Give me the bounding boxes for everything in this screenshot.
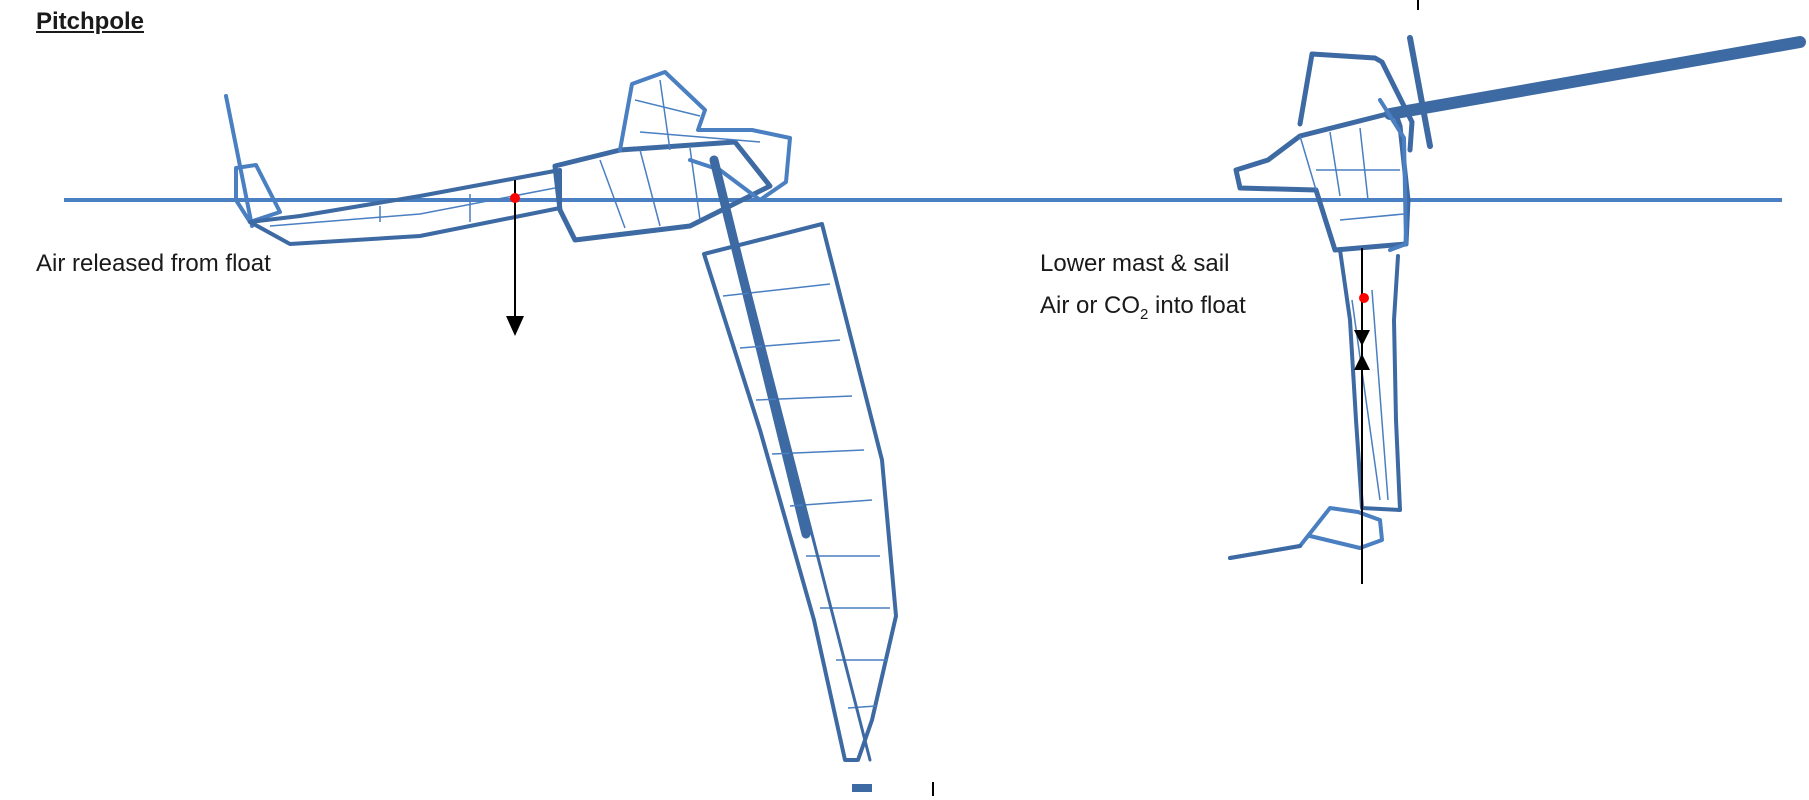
left-center-point xyxy=(510,193,520,203)
right-rudder xyxy=(1228,506,1384,560)
left-annotation: Air released from float xyxy=(36,250,271,277)
left-float-inner xyxy=(269,187,556,227)
right-cockpit xyxy=(1378,98,1408,252)
right-float xyxy=(1338,248,1402,512)
right-annotation-subscript: 2 xyxy=(1140,305,1149,323)
left-sail-foot xyxy=(852,784,872,792)
right-annotation-prefix: Air or CO xyxy=(1040,292,1141,319)
right-arrow-up xyxy=(1354,354,1370,370)
right-cabin xyxy=(1297,51,1415,153)
left-boat xyxy=(224,70,898,792)
left-cabin-inner xyxy=(634,79,761,151)
right-center-point xyxy=(1359,293,1369,303)
right-hull-inner xyxy=(1299,127,1405,221)
right-mast xyxy=(1384,36,1806,120)
right-arrow-down xyxy=(1354,330,1370,346)
right-hull xyxy=(1233,109,1411,253)
right-mast-fitting xyxy=(1407,35,1433,149)
left-cockpit xyxy=(552,139,773,243)
right-annotation-line1: Lower mast & sail xyxy=(1040,250,1230,277)
right-rudder-tip xyxy=(1228,544,1302,560)
right-annotation-line2: Air or CO2 into float xyxy=(1040,292,1246,323)
left-force-arrow xyxy=(506,180,524,336)
diagram-title: Pitchpole xyxy=(36,8,145,35)
right-annotation-suffix: into float xyxy=(1148,292,1246,319)
right-boat xyxy=(1228,0,1806,560)
left-stern-frame xyxy=(224,94,282,228)
left-sail-spar xyxy=(738,252,872,762)
left-cockpit-inner xyxy=(599,147,701,229)
left-float xyxy=(248,168,562,246)
left-cabin xyxy=(618,70,792,202)
left-sail-battens xyxy=(722,283,890,709)
